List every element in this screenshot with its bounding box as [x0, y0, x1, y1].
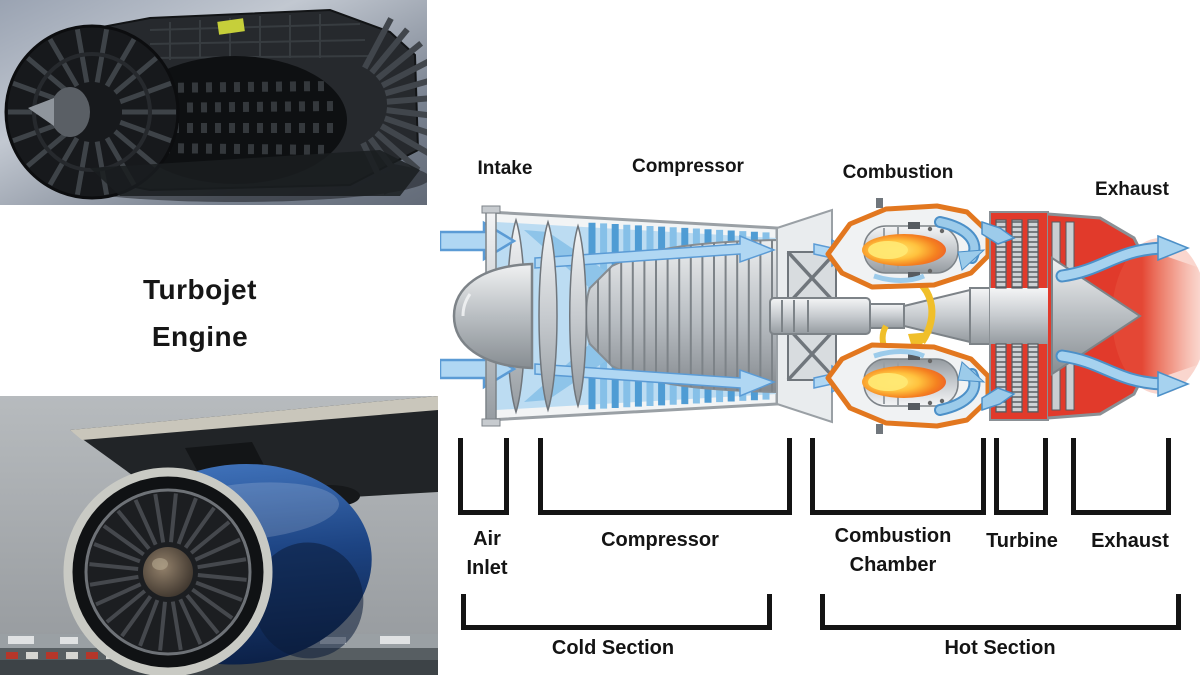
- exhaust-arrow: [1157, 234, 1191, 262]
- photo-turbojet-cutaway-model: [0, 0, 427, 205]
- photo-aircraft-jet-engine: [0, 396, 438, 675]
- label-exhaust-bottom: Exhaust: [1091, 530, 1169, 552]
- airflow-arrow: [534, 363, 777, 398]
- wing-leading-edge: [70, 396, 438, 440]
- compressor-stage: [538, 219, 558, 413]
- bracket-air-inlet: [458, 438, 509, 515]
- spinner: [143, 547, 193, 597]
- airflow-arrow: [534, 234, 777, 269]
- label-turbine: Turbine: [986, 530, 1058, 552]
- label-compressor-bottom: Compressor: [601, 529, 719, 551]
- label-air-inlet: Air Inlet: [466, 528, 508, 579]
- bracket-hot-section: [820, 594, 1181, 630]
- cutaway-model-illustration: [0, 0, 427, 205]
- exhaust-section: [1047, 212, 1200, 420]
- exhaust-cone: [1051, 256, 1142, 376]
- label-combustion-chamber: Combustion Chamber: [834, 525, 952, 576]
- label-combustion-top: Combustion: [842, 162, 954, 183]
- aircraft-engine-illustration: [0, 396, 438, 675]
- airflow-arrow: [981, 220, 1016, 245]
- title-line1: Turbojet: [143, 274, 257, 305]
- nose-cone: [452, 262, 534, 370]
- label-compressor-top: Compressor: [632, 156, 744, 177]
- combustion-chamber-bottom: [814, 345, 988, 426]
- label-hot-section: Hot Section: [944, 637, 1056, 659]
- combustion-chamber-top: [813, 203, 991, 290]
- page-title: Turbojet Engine: [40, 266, 360, 360]
- bracket-combustion-chamber: [810, 438, 986, 515]
- title-line2: Engine: [151, 321, 249, 352]
- fan-blades: [89, 493, 247, 651]
- fan-disc: [4, 24, 180, 200]
- turbojet-cutaway-diagram: [440, 198, 1200, 434]
- label-intake: Intake: [477, 158, 533, 179]
- airflow-arrow: [981, 387, 1016, 412]
- compressor-stage: [569, 223, 587, 409]
- label-exhaust-top: Exhaust: [1095, 179, 1169, 200]
- bracket-cold-section: [461, 594, 772, 630]
- bracket-compressor: [538, 438, 792, 515]
- bracket-turbine: [994, 438, 1048, 515]
- label-cold-section: Cold Section: [551, 637, 675, 659]
- turbine-section: [981, 211, 1049, 421]
- mid-frame-x-braces: [786, 250, 838, 382]
- yellow-tag: [217, 18, 245, 35]
- bracket-exhaust: [1071, 438, 1171, 515]
- exhaust-arrow: [1157, 370, 1191, 398]
- spinner: [50, 87, 90, 137]
